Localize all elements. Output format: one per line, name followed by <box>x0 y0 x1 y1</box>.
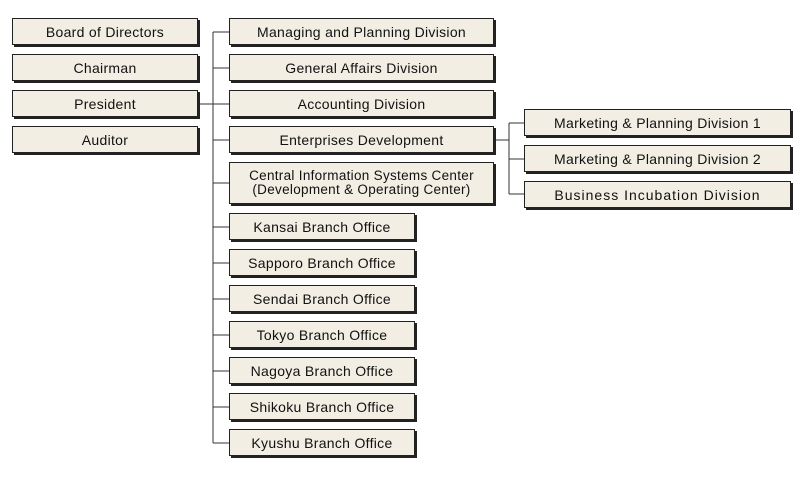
business-incubation-division-box: Business Incubation Division <box>524 181 791 208</box>
enterprises-development-box: Enterprises Development <box>229 126 494 153</box>
shikoku-branch-office-box: Shikoku Branch Office <box>229 393 415 420</box>
central-line-1: Central Information Systems Center <box>249 168 474 183</box>
nagoya-branch-office-box: Nagoya Branch Office <box>229 357 415 384</box>
accounting-division-box: Accounting Division <box>229 90 494 117</box>
central-information-systems-center-box: Central Information Systems Center (Deve… <box>229 162 494 204</box>
central-line-2: (Development & Operating Center) <box>252 182 471 197</box>
president-box: President <box>12 90 198 117</box>
marketing-planning-division-2-box: Marketing & Planning Division 2 <box>524 145 791 172</box>
chairman-box: Chairman <box>12 54 198 81</box>
kyushu-branch-office-box: Kyushu Branch Office <box>229 429 415 456</box>
tokyo-branch-office-box: Tokyo Branch Office <box>229 321 415 348</box>
sapporo-branch-office-box: Sapporo Branch Office <box>229 249 415 276</box>
marketing-planning-division-1-box: Marketing & Planning Division 1 <box>524 109 791 136</box>
managing-planning-division-box: Managing and Planning Division <box>229 18 494 45</box>
board-of-directors-box: Board of Directors <box>12 18 198 45</box>
general-affairs-division-box: General Affairs Division <box>229 54 494 81</box>
sendai-branch-office-box: Sendai Branch Office <box>229 285 415 312</box>
kansai-branch-office-box: Kansai Branch Office <box>229 213 415 240</box>
auditor-box: Auditor <box>12 126 198 153</box>
